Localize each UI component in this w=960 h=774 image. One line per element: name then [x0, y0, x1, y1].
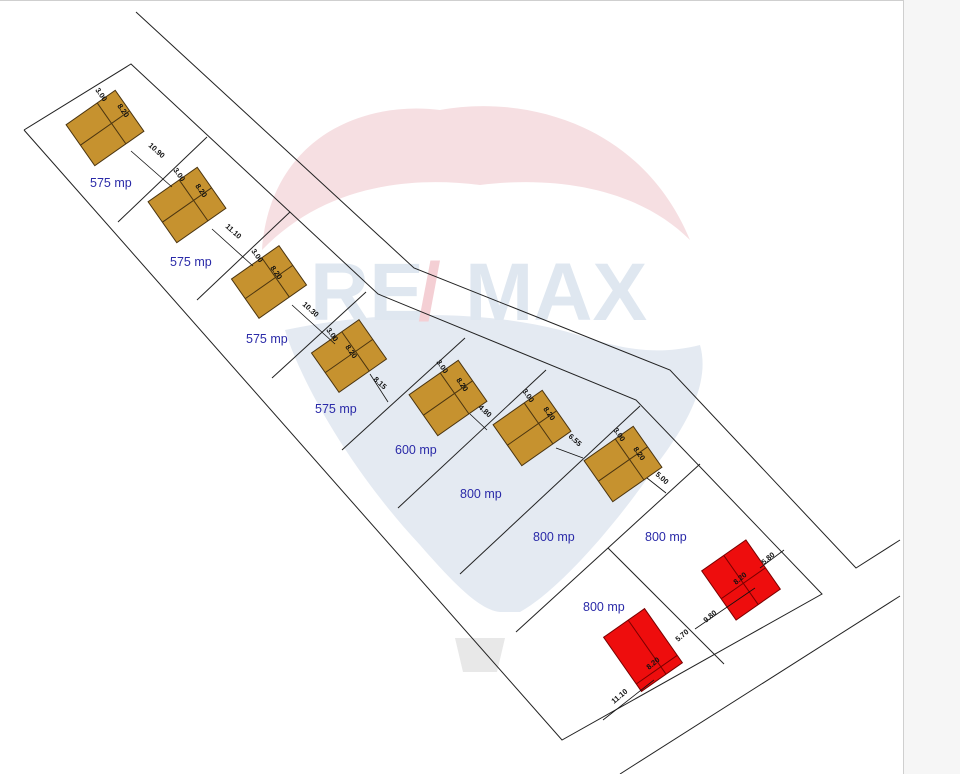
road-edge-upper — [135, 11, 901, 569]
balloon-body-shape — [285, 315, 703, 612]
lot-area-6: 800 mp — [460, 487, 502, 501]
lot-divider — [271, 291, 367, 379]
balloon-basket-shape — [455, 638, 505, 672]
lot-divider — [397, 369, 547, 509]
side-panel — [903, 0, 960, 774]
lot-divider — [459, 405, 641, 575]
watermark-text-right: MAX — [465, 247, 647, 338]
lot-area-4: 575 mp — [315, 402, 357, 416]
road-edge-lower — [619, 595, 901, 774]
lot-area-2: 575 mp — [170, 255, 212, 269]
dimension-lines — [130, 150, 785, 721]
house-3 — [230, 245, 308, 319]
house-1 — [65, 89, 145, 167]
dim-setback-2: 11.10 — [224, 222, 244, 241]
dim-front-8: 5.80 — [760, 550, 777, 566]
lot-area-8: 800 mp — [645, 530, 687, 544]
watermark-slash: / — [418, 247, 441, 338]
lot-area-7: 800 mp — [533, 530, 575, 544]
balloon-top-shape — [262, 106, 690, 250]
subdivision-plan: RE / MAX — [23, 11, 901, 774]
lot-area-3: 575 mp — [246, 332, 288, 346]
lot-divider — [607, 547, 725, 665]
house-6 — [492, 389, 572, 467]
area-labels: 575 mp 575 mp 575 mp 575 mp 600 mp 800 m… — [90, 176, 687, 614]
house-9-new — [602, 607, 684, 693]
house-2 — [147, 166, 227, 244]
top-border — [0, 0, 903, 1]
lot-area-1: 575 mp — [90, 176, 132, 190]
dim-setback-7: 5.00 — [654, 470, 671, 486]
dim-setback-1: 10.90 — [147, 141, 167, 160]
lot-divider — [196, 211, 291, 301]
lot-area-9: 800 mp — [583, 600, 625, 614]
house-7 — [583, 425, 663, 503]
watermark-text-left: RE — [310, 247, 424, 338]
boundary-lines — [23, 11, 901, 774]
house-8-new — [700, 539, 782, 621]
lot-area-5: 600 mp — [395, 443, 437, 457]
lot-divider — [341, 337, 466, 451]
parcel-outline — [23, 63, 823, 741]
remax-watermark: RE / MAX — [262, 106, 703, 672]
lot-divider — [117, 136, 208, 223]
house-4 — [310, 319, 388, 393]
dim-front-9: 5.70 — [674, 627, 691, 643]
house-5 — [408, 359, 488, 437]
dim-side-9: 11.10 — [610, 687, 630, 706]
dim-side-8: 9.80 — [702, 608, 719, 624]
